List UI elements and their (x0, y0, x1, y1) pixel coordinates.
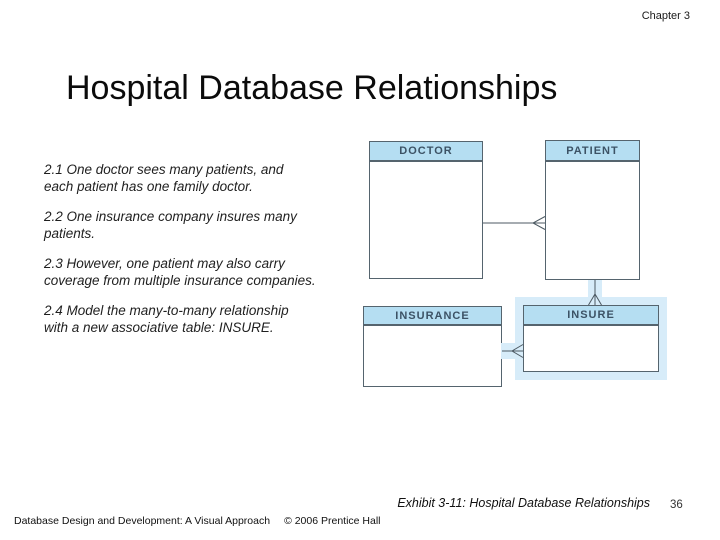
page-title: Hospital Database Relationships (66, 69, 558, 107)
entity-doctor-label: DOCTOR (399, 145, 453, 157)
book-footer: Database Design and Development: A Visua… (14, 515, 381, 527)
page-number: 36 (670, 499, 683, 511)
crow-foot-patient (531, 216, 546, 230)
note-2-2: 2.2 One insurance company insures many p… (44, 209, 297, 241)
entity-insurance-header: INSURANCE (364, 307, 501, 326)
entity-doctor-header: DOCTOR (370, 142, 482, 162)
chapter-label: Chapter 3 (641, 10, 690, 22)
crow-foot-insure-left (511, 344, 524, 358)
entity-patient-label: PATIENT (566, 144, 619, 157)
entity-patient: PATIENT (545, 140, 640, 280)
entity-insurance: INSURANCE (363, 306, 502, 387)
entity-patient-header: PATIENT (546, 141, 639, 162)
note-2-3: 2.3 However, one patient may also carry … (44, 256, 316, 288)
entity-doctor: DOCTOR (369, 141, 483, 279)
entity-insure-label: INSURE (567, 309, 615, 321)
entity-insure-header: INSURE (524, 306, 658, 326)
note-2-1: 2.1 One doctor sees many patients, and e… (44, 162, 284, 194)
highlight-band-insurance-insure (501, 343, 516, 359)
notes-column: 2.1 One doctor sees many patients, and e… (44, 161, 369, 349)
crow-foot-insure-top (588, 293, 602, 306)
copyright: © 2006 Prentice Hall (284, 515, 381, 527)
entity-insure-highlighted: INSURE (523, 305, 659, 372)
highlight-band-patient-insure (588, 280, 602, 299)
exhibit-caption: Exhibit 3-11: Hospital Database Relation… (397, 496, 650, 510)
book-credit: Database Design and Development: A Visua… (14, 515, 271, 527)
entity-insurance-label: INSURANCE (395, 309, 470, 322)
note-2-4: 2.4 Model the many-to-many relationship … (44, 303, 289, 335)
